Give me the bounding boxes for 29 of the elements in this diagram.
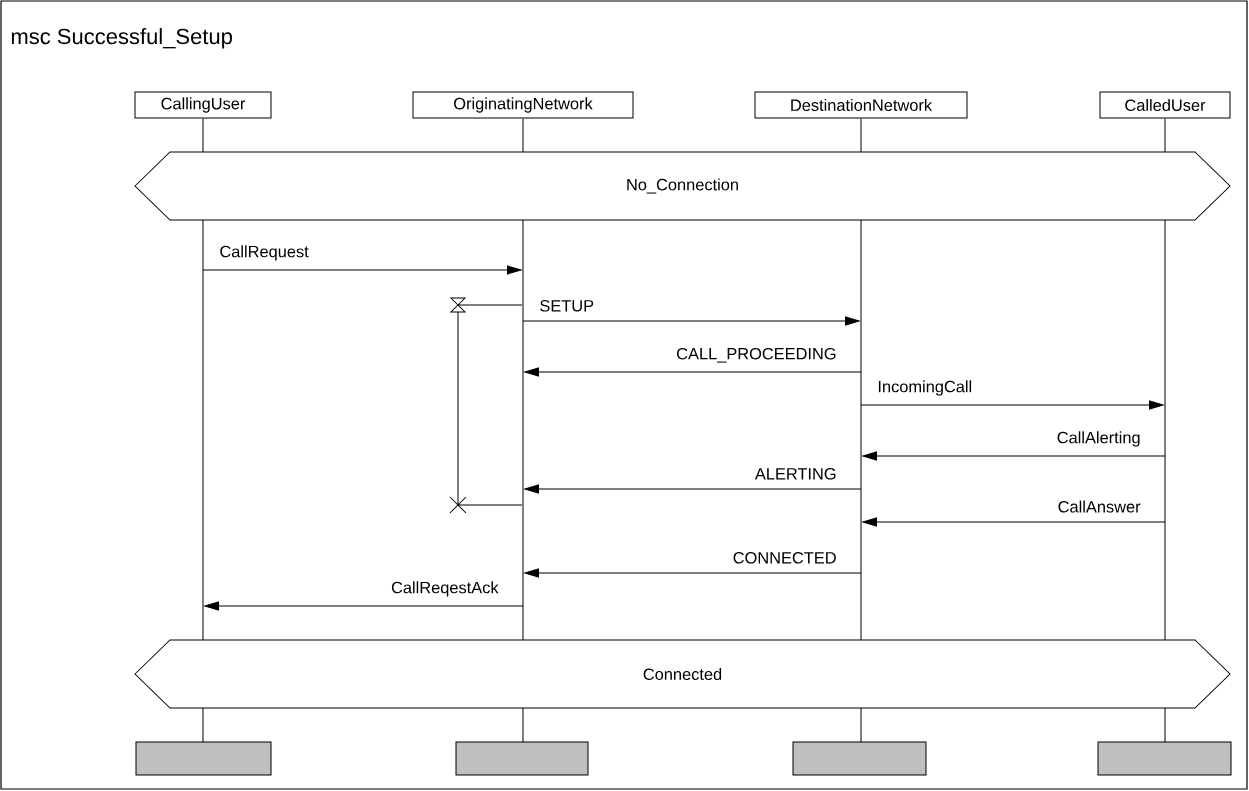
message-arrow (862, 517, 1166, 527)
condition-hexagon: Connected (134, 639, 1231, 709)
message-arrow (524, 367, 862, 377)
instance-head-box: CalledUser (1099, 91, 1231, 119)
instance-end-bar (792, 741, 927, 776)
message-arrow (862, 451, 1166, 461)
condition-hexagon: No_Connection (134, 151, 1231, 221)
message-label: CONNECTED (733, 552, 836, 564)
message-label: CALL_PROCEEDING (677, 347, 836, 363)
instance-head-box: OriginatingNetwork (412, 91, 634, 119)
message-arrow (204, 601, 524, 611)
message-label: CallAnswer (1058, 500, 1141, 513)
message-label: CallRequest (220, 245, 309, 261)
instance-end-bar (1097, 741, 1232, 776)
message-arrow (524, 484, 862, 494)
message-label: CallAlerting (1057, 431, 1140, 447)
message-label: ALERTING (754, 468, 836, 480)
message-arrow (860, 400, 1164, 410)
message-label: IncomingCall (878, 380, 972, 396)
instance-head-box: CallingUser (134, 91, 272, 119)
diagram-title: msc Successful_Setup (11, 28, 232, 49)
message-arrow (202, 265, 522, 275)
instance-end-bar (455, 741, 589, 776)
instance-head-box: DestinationNetwork (754, 91, 968, 119)
message-arrow (524, 568, 862, 578)
message-label: CallReqestAck (391, 581, 499, 597)
message-label: SETUP (540, 300, 594, 312)
instance-end-bar (135, 741, 272, 776)
message-arrow (522, 316, 860, 326)
